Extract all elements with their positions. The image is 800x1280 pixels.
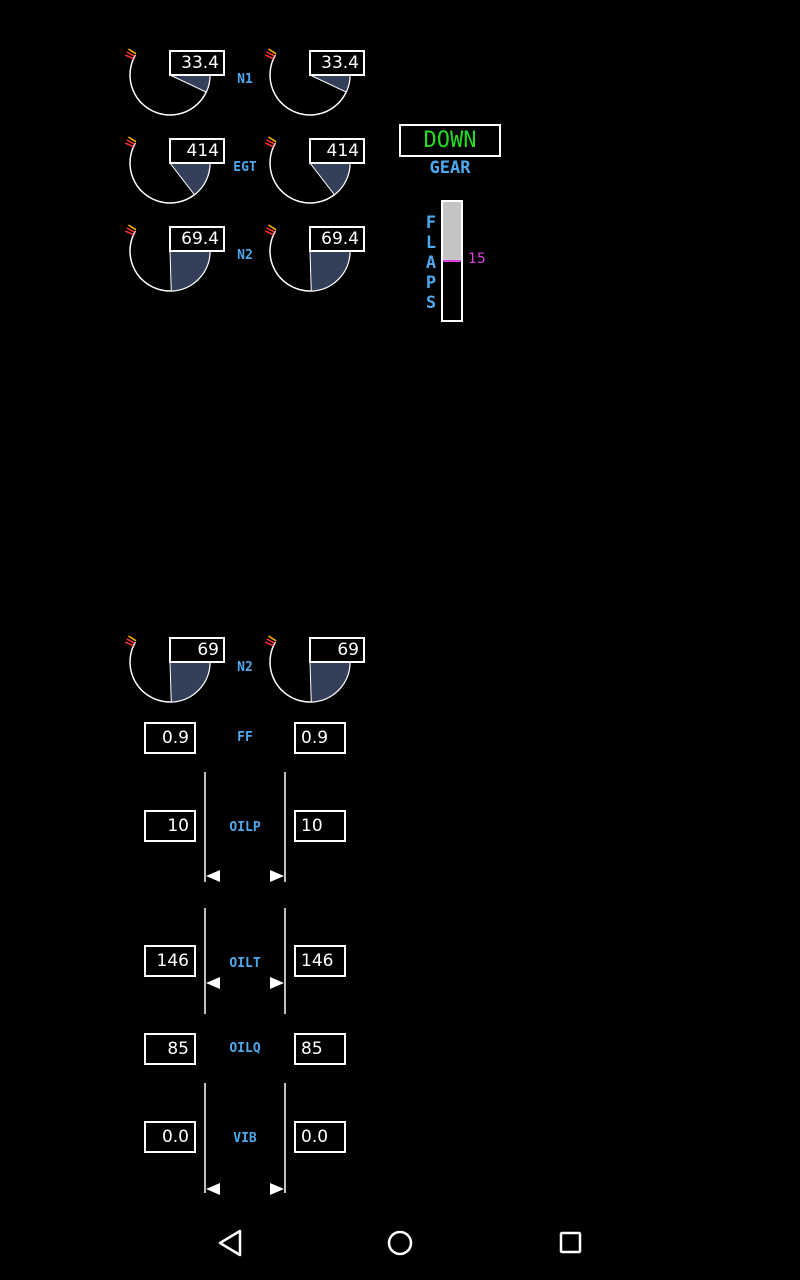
- flaps-letter: P: [425, 273, 437, 293]
- flaps-letter: L: [425, 233, 437, 253]
- oilt-left-value: 146: [144, 945, 196, 977]
- gauge-limit-tick: [268, 224, 277, 231]
- gauge-fill-sector: [169, 250, 211, 292]
- gauge-limit-tick: [268, 136, 277, 143]
- gauge-limit-tick: [128, 224, 137, 231]
- lower-n2-right-gauge: [264, 635, 351, 703]
- flaps-letter: F: [425, 213, 437, 233]
- egt-right-readout: 414: [309, 138, 365, 164]
- home-icon[interactable]: [386, 1229, 414, 1257]
- vib-right-value: 0.0: [294, 1121, 346, 1153]
- lower-n2-left-gauge: [124, 635, 211, 703]
- vib-label: VIB: [233, 1131, 257, 1146]
- gauge-limit-tick: [126, 51, 136, 57]
- oilt-right-value: 146: [294, 945, 346, 977]
- gauge-fill-sector: [308, 162, 351, 196]
- n2-label: N2: [237, 248, 253, 263]
- gauge-limit-tick: [266, 227, 276, 233]
- gauge-limit-tick: [266, 51, 276, 57]
- n2-left-readout: 69.4: [169, 226, 225, 252]
- gauge-limit-tick: [126, 227, 136, 233]
- n1-label: N1: [237, 72, 253, 87]
- ff-label: FF: [237, 730, 253, 745]
- oilq-left-value: 85: [144, 1033, 196, 1065]
- n1-right-readout: 33.4: [309, 50, 365, 76]
- back-icon[interactable]: [216, 1228, 244, 1258]
- oilq-label: OILQ: [229, 1041, 261, 1056]
- gauge-limit-tick: [128, 635, 137, 642]
- gauge-arc: [269, 54, 351, 116]
- gauge-limit-tick: [264, 641, 274, 647]
- flaps-value: 15: [468, 251, 486, 267]
- gauge-limit-tick: [268, 48, 277, 55]
- gauge-fill-sector: [168, 162, 211, 196]
- flaps-bar-fill: [443, 202, 461, 261]
- system-nav-bar: [0, 1206, 800, 1280]
- oilp-label: OILP: [229, 820, 261, 835]
- gauge-limit-tick: [124, 641, 134, 647]
- recents-icon[interactable]: [558, 1230, 584, 1256]
- gauge-limit-tick: [264, 142, 274, 148]
- oilt-label: OILT: [229, 956, 261, 971]
- oilp-left-value: 10: [144, 810, 196, 842]
- oilt-scale: [204, 908, 286, 1014]
- n2-left-gauge: [124, 224, 211, 292]
- egt-label: EGT: [233, 160, 257, 175]
- gauge-fill-sector: [309, 661, 351, 703]
- ff-left-value: 0.9: [144, 722, 196, 754]
- gauge-limit-tick: [268, 635, 277, 642]
- flaps-bar-frame: [441, 200, 463, 322]
- lower-n2-left-readout: 69: [169, 637, 225, 663]
- gauge-fill-sector: [309, 250, 351, 292]
- gear-label: GEAR: [429, 158, 471, 178]
- vib-scale: [204, 1083, 286, 1195]
- gauge-limit-tick: [124, 54, 134, 60]
- oilp-right-value: 10: [294, 810, 346, 842]
- n2-right-readout: 69.4: [309, 226, 365, 252]
- gauge-limit-tick: [266, 139, 276, 145]
- gauge-limit-tick: [128, 48, 137, 55]
- gauge-arc: [129, 54, 211, 116]
- gauge-limit-tick: [126, 638, 136, 644]
- lower-n2-right-readout: 69: [309, 637, 365, 663]
- n1-left-readout: 33.4: [169, 50, 225, 76]
- gear-status-box: DOWN: [399, 124, 501, 157]
- gauge-limit-tick: [264, 54, 274, 60]
- vib-left-value: 0.0: [144, 1121, 196, 1153]
- gauge-fill-sector: [169, 661, 211, 703]
- gauge-limit-tick: [124, 142, 134, 148]
- flaps-position-marker: [443, 260, 461, 262]
- n1-left-gauge: [124, 48, 211, 116]
- egt-left-readout: 414: [169, 138, 225, 164]
- gauge-fill-sector: [309, 74, 351, 93]
- lower-n2-label: N2: [237, 660, 253, 675]
- gauge-limit-tick: [264, 230, 274, 236]
- gauge-limit-tick: [126, 139, 136, 145]
- flaps-letter: S: [425, 293, 437, 313]
- n2-right-gauge: [264, 224, 351, 292]
- gauge-limit-tick: [266, 638, 276, 644]
- gauge-limit-tick: [128, 136, 137, 143]
- flaps-letter: A: [425, 253, 437, 273]
- oilq-right-value: 85: [294, 1033, 346, 1065]
- gauge-fill-sector: [169, 74, 211, 93]
- ff-right-value: 0.9: [294, 722, 346, 754]
- gauge-limit-tick: [124, 230, 134, 236]
- oilp-scale: [204, 772, 286, 882]
